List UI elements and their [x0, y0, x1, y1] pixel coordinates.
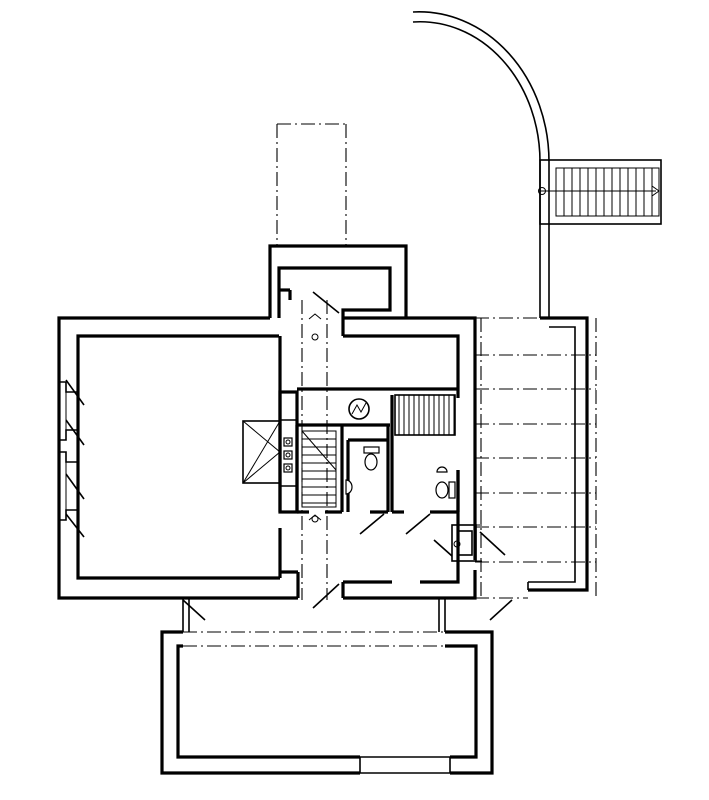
door-leaf-south-entry	[312, 583, 340, 609]
west-windows	[59, 379, 85, 538]
top-annex	[268, 244, 408, 600]
stove-burner-3	[283, 463, 293, 473]
toilet-bowl-2	[435, 481, 449, 499]
exterior-stair	[538, 159, 662, 225]
door-leaf-wc	[359, 513, 385, 535]
service-stair	[394, 394, 456, 436]
door-leaf-laundry	[405, 513, 431, 535]
sink-1	[345, 479, 353, 495]
door-leaf-east	[479, 531, 506, 556]
stair-start-marker	[538, 187, 546, 195]
upper-projection-outline	[276, 123, 347, 245]
main-stair	[301, 430, 337, 523]
interior-partitions	[278, 336, 460, 578]
east-terrace	[475, 316, 597, 599]
boiler-icon	[348, 398, 370, 420]
annex-door-leaf	[312, 291, 340, 314]
window-leaf-3	[65, 473, 85, 500]
main-house	[57, 316, 477, 600]
curved-terrace	[412, 11, 550, 318]
toilet-bowl-1	[364, 453, 378, 471]
window-leaf-1	[65, 379, 85, 406]
interior-doors	[182, 513, 513, 621]
south-garage	[160, 598, 494, 775]
toilet-tank-2	[448, 481, 456, 499]
door-leaf-garage	[182, 599, 206, 621]
window-leaf-4	[65, 513, 85, 538]
door-leaf-porch	[489, 599, 513, 621]
door-leaf-utility	[433, 539, 453, 557]
window-leaf-2	[65, 419, 85, 446]
stove-burner-2	[283, 450, 293, 460]
sink-2	[436, 466, 448, 473]
fireplace	[242, 420, 293, 484]
stove-burner-1	[283, 437, 293, 447]
toilet-tank-1	[363, 446, 380, 454]
utility-niche	[451, 524, 506, 562]
wc-fixtures	[345, 446, 456, 499]
